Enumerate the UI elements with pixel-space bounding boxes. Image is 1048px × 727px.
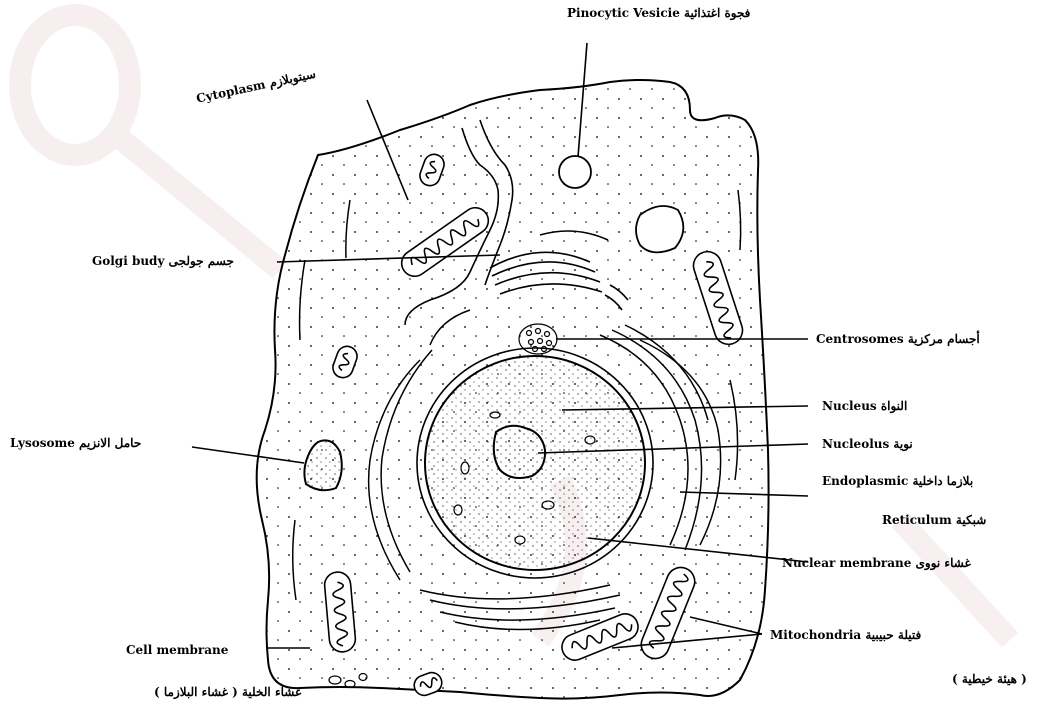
label-nuclear-membrane: Nuclear membrane غشاء نووى	[782, 556, 971, 570]
label-centrosomes: Centrosomes أجسام مركزية	[816, 332, 980, 346]
label-mitochondria: Mitochondria فتيلة حبيبية	[770, 628, 921, 642]
label-pinocytic-vesicle: Pinocytic Vesicie فجوة اغتذائية	[567, 6, 750, 20]
label-golgi-body: Golgi budy جسم جولجى	[92, 254, 234, 268]
label-nucleolus: Nucleolus نوية	[822, 437, 913, 451]
label-lysosome: Lysosome حامل الانزيم	[10, 436, 141, 450]
label-nucleus: Nucleus النواة	[822, 399, 907, 413]
label-cell-membrane-arabic: غشاء الخلية ( غشاء البلازما )	[154, 685, 301, 699]
label-reticulum: Reticulum شبكية	[882, 513, 986, 527]
caption-filamentous-form: ( هيئة خيطية )	[952, 672, 1027, 686]
pinocytic-vesicle	[559, 156, 591, 188]
nucleolus	[494, 426, 545, 478]
label-endoplasmic: Endoplasmic بلازما داخلية	[822, 474, 973, 488]
label-cell-membrane: Cell membrane	[126, 643, 228, 657]
